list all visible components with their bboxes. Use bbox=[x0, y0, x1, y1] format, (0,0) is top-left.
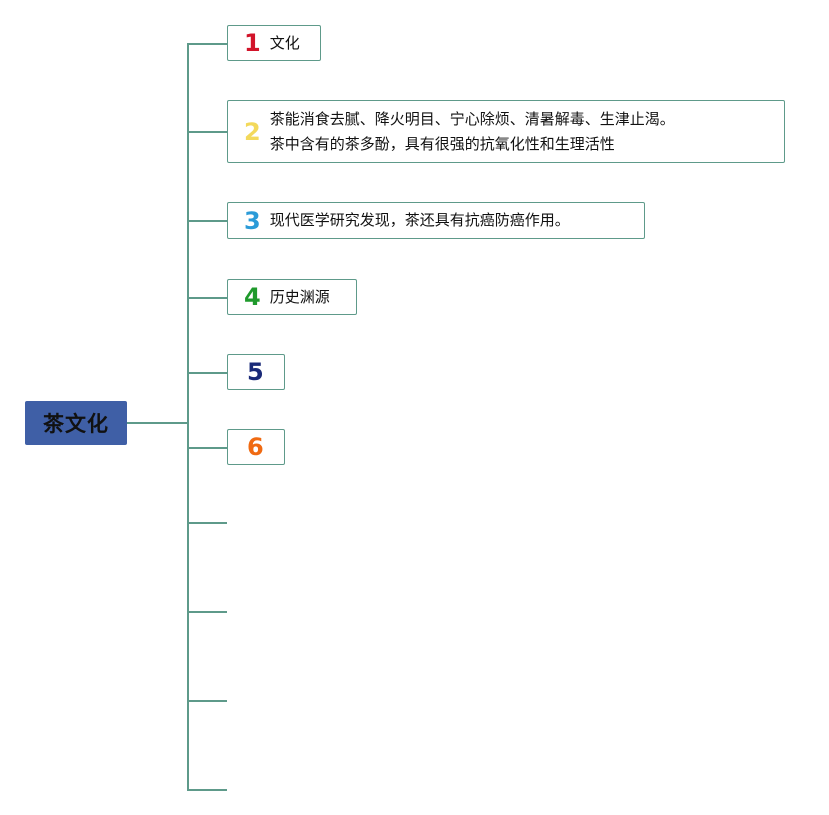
topic-4-line-1: 历史渊源 bbox=[269, 287, 330, 306]
topic-text-2: 茶能消食去腻、降火明目、宁心除烦、清暑解毒、生津止渴。 茶中含有的茶多酚，具有很… bbox=[270, 107, 675, 157]
priority-1-icon: 1 bbox=[244, 29, 261, 57]
topic-node-4[interactable]: 4 历史渊源 bbox=[227, 279, 357, 315]
root-connector bbox=[127, 422, 188, 424]
topic-3-line-1: 现代医学研究发现，茶还具有抗癌防癌作用。 bbox=[269, 211, 570, 229]
topic-text-1: 文化 bbox=[270, 31, 300, 56]
branch-connector-5 bbox=[187, 372, 227, 374]
priority-2-icon: 2 bbox=[244, 117, 261, 146]
topic-node-2[interactable]: 2 茶能消食去腻、降火明目、宁心除烦、清暑解毒、生津止渴。 茶中含有的茶多酚，具… bbox=[227, 100, 785, 163]
branch-connector-6 bbox=[187, 447, 227, 449]
priority-5-icon: 5 bbox=[247, 358, 264, 386]
priority-4-icon: 4 bbox=[244, 283, 261, 311]
topic-1-line-1: 文化 bbox=[269, 33, 300, 52]
branch-connector-1 bbox=[187, 43, 227, 45]
topic-2-line-1: 茶能消食去腻、降火明目、宁心除烦、清暑解毒、生津止渴。 bbox=[269, 109, 675, 128]
branch-connector-empty-2 bbox=[187, 611, 227, 613]
topic-node-3[interactable]: 3 现代医学研究发现，茶还具有抗癌防癌作用。 bbox=[227, 202, 645, 239]
topic-node-6[interactable]: 6 bbox=[227, 429, 285, 465]
branch-connector-empty-4 bbox=[187, 789, 227, 791]
priority-3-icon: 3 bbox=[244, 206, 261, 235]
priority-6-icon: 6 bbox=[247, 433, 264, 461]
branch-connector-3 bbox=[187, 220, 227, 222]
branch-connector-4 bbox=[187, 297, 227, 299]
branch-trunk bbox=[187, 43, 189, 790]
topic-text-3: 现代医学研究发现，茶还具有抗癌防癌作用。 bbox=[270, 208, 570, 233]
topic-node-5[interactable]: 5 bbox=[227, 354, 285, 390]
topic-2-line-2: 茶中含有的茶多酚，具有很强的抗氧化性和生理活性 bbox=[269, 134, 615, 153]
branch-connector-empty-1 bbox=[187, 522, 227, 524]
branch-connector-2 bbox=[187, 131, 227, 133]
topic-node-1[interactable]: 1 文化 bbox=[227, 25, 321, 61]
central-topic[interactable]: 茶文化 bbox=[25, 401, 127, 445]
topic-text-4: 历史渊源 bbox=[270, 285, 330, 310]
branch-connector-empty-3 bbox=[187, 700, 227, 702]
central-topic-label: 茶文化 bbox=[43, 412, 109, 436]
